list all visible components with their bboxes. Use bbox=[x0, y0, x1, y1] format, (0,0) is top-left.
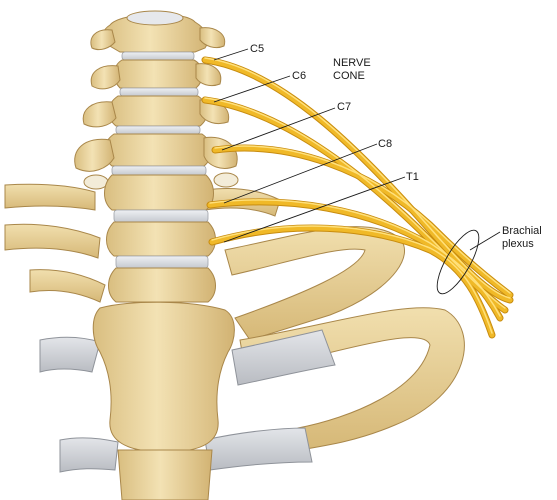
disc-c5-c6 bbox=[119, 87, 199, 97]
brachial-plexus-marker bbox=[436, 229, 480, 295]
label-c8: C8 bbox=[378, 138, 392, 150]
sternal-body bbox=[117, 449, 213, 500]
transverse-process-c7-right bbox=[203, 136, 238, 169]
leader-lines bbox=[213, 48, 501, 251]
label-c5: C5 bbox=[250, 43, 264, 55]
vertebra-c7 bbox=[104, 133, 212, 167]
leader-c7 bbox=[221, 107, 336, 151]
leader-t1 bbox=[223, 176, 406, 243]
transverse-process-c6-left bbox=[82, 101, 117, 128]
disc-c4-c5 bbox=[121, 51, 195, 61]
leader-c8 bbox=[223, 143, 378, 204]
sternum bbox=[92, 301, 235, 500]
transverse-process-c7-left bbox=[74, 138, 115, 172]
vertebra-t2 bbox=[106, 221, 216, 257]
label-nerve-cone-line2: CONE bbox=[333, 70, 365, 82]
vertebral-foramen-top bbox=[126, 10, 184, 26]
costal-cartilage-left-upper bbox=[39, 336, 101, 373]
ribs-group bbox=[4, 183, 465, 473]
nerve-roots bbox=[201, 56, 514, 339]
transverse-process-c5-right bbox=[195, 63, 222, 87]
left-rib-middle bbox=[4, 223, 101, 259]
disc-c6-c7 bbox=[115, 125, 201, 135]
label-c7: C7 bbox=[337, 101, 351, 113]
label-brachial-line2: plexus bbox=[502, 238, 534, 250]
costal-cartilage-left-lower bbox=[59, 437, 119, 473]
label-c6: C6 bbox=[292, 70, 306, 82]
leader-c6 bbox=[213, 75, 291, 103]
transverse-process-c4-right bbox=[199, 27, 226, 49]
vertebra-t1 bbox=[104, 174, 214, 211]
label-t1: T1 bbox=[406, 171, 419, 183]
transverse-process-c4-left bbox=[90, 29, 116, 51]
vertebra-t3 bbox=[108, 267, 216, 303]
first-rib bbox=[224, 226, 405, 341]
left-rib-top bbox=[4, 183, 96, 211]
costal-cartilage-right-lower bbox=[204, 427, 313, 471]
vertebra-c5 bbox=[113, 59, 203, 89]
vertebral-column bbox=[74, 10, 239, 303]
disc-t1-t2 bbox=[113, 209, 209, 223]
vertebra-c6 bbox=[108, 95, 208, 127]
costal-cartilage-right-upper bbox=[231, 329, 336, 386]
foramen-c7-right bbox=[213, 172, 239, 188]
left-rib-lower bbox=[29, 269, 106, 303]
labels: C5 C6 NERVE CONE C7 C8 T1 Brachial plexu… bbox=[250, 43, 542, 250]
disc-t2-t3 bbox=[115, 255, 209, 269]
transverse-process-c5-left bbox=[90, 65, 121, 90]
leader-brachial bbox=[469, 231, 501, 251]
disc-c7-t1 bbox=[111, 165, 207, 176]
manubrium bbox=[92, 301, 235, 453]
foramen-c7-left bbox=[83, 174, 109, 190]
label-nerve-cone-line1: NERVE bbox=[333, 57, 371, 69]
leader-c5 bbox=[213, 48, 249, 61]
label-brachial-line1: Brachial bbox=[502, 225, 542, 237]
